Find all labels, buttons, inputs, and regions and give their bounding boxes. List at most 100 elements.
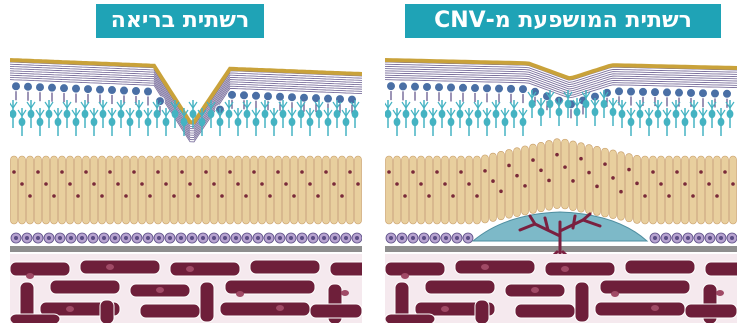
bipolar-cell [394,118,401,126]
bipolar-cell [610,108,617,116]
ganglion-cell [687,88,696,97]
rpe-nucleus [289,236,293,240]
photoreceptor-nucleus [595,185,599,189]
photoreceptor-nucleus [387,170,391,174]
vessel-lumen [236,291,244,297]
photoreceptor-nucleus [667,194,671,198]
ganglion-cell [519,85,528,94]
photoreceptor-cell [83,156,90,224]
vessel-lumen [481,264,489,270]
photoreceptor-cell [171,156,178,224]
rpe-nucleus [14,236,18,240]
rpe-nucleus [212,236,216,240]
bipolar-cell [511,110,518,118]
bipolar-cell [226,110,233,118]
photoreceptor-nucleus [340,194,344,198]
bipolar-cell [46,110,53,118]
photoreceptor-nucleus [683,182,687,186]
rpe-layer [11,233,362,243]
photoreceptor-cell [666,156,673,224]
photoreceptor-nucleus [124,194,128,198]
photoreceptor-nucleus [435,170,439,174]
bipolar-cell [298,110,305,118]
bipolar-cell [718,118,725,126]
bipolar-cell [583,100,590,108]
bipolar-cell [601,100,608,108]
cnv-retina-illustration [385,46,737,323]
bipolar-cell [289,118,296,126]
photoreceptor-nucleus [579,157,583,161]
healthy-retina-panel: רשתית בריאה [10,0,362,323]
photoreceptor-cell [594,146,601,215]
photoreceptor-cell [195,156,202,224]
ganglion-cell [495,84,504,93]
bipolar-cell [556,108,563,116]
photoreceptor-cell [410,156,417,224]
choroid-layer [385,254,737,323]
cnv-retina-title: רשתית המושפעת מ-CNV [405,4,721,38]
photoreceptor-nucleus [571,179,575,183]
choroid-vessel [625,260,695,274]
rpe-nucleus [455,236,459,240]
photoreceptor-nucleus [276,170,280,174]
rpe-nucleus [168,236,172,240]
rpe-nucleus [675,236,679,240]
photoreceptor-cell [267,156,274,224]
vessel-lumen [156,287,164,293]
bipolar-cell [538,108,545,116]
photoreceptor-nucleus [507,164,511,168]
photoreceptor-nucleus [52,194,56,198]
photoreceptor-cell [115,156,122,224]
photoreceptor-nucleus [675,170,679,174]
vessel-lumen [531,287,539,293]
cnv-vessel [573,216,575,228]
photoreceptor-cell [466,156,473,224]
photoreceptor-cell [570,141,577,211]
choroid-vessel [310,304,362,318]
photoreceptor-cell [19,156,26,224]
bipolar-cell [709,110,716,118]
bipolar-cell [385,110,391,118]
photoreceptor-cell [203,156,210,224]
photoreceptor-cell [299,156,306,224]
bipolar-cell [637,110,644,118]
vessel-lumen [611,291,619,297]
photoreceptor-cell [610,150,617,219]
bipolar-cell [628,118,635,126]
vessel-lumen [716,290,724,296]
choroid-vessel [705,262,737,276]
choroid-vessel [595,302,685,316]
photoreceptor-cell [402,156,409,224]
ganglion-cell [387,82,396,91]
rpe-nucleus [157,236,161,240]
photoreceptor-nucleus [587,171,591,175]
photoreceptor-nucleus [188,182,192,186]
ganglion-cell [723,89,732,98]
photoreceptor-nucleus [148,194,152,198]
photoreceptor-cell [35,156,42,224]
photoreceptor-nucleus [356,182,360,186]
bipolar-cell [655,110,662,118]
rpe-nucleus [708,236,712,240]
photoreceptor-cell [131,156,138,224]
ganglion-cell [120,86,129,95]
ganglion-cell [60,84,69,93]
photoreceptor-nucleus [84,170,88,174]
choroid-vessel [685,304,737,318]
ganglion-cell [639,87,648,96]
choroid-vessel [515,304,575,318]
photoreceptor-cell [554,139,561,209]
choroid-vessel [170,262,240,276]
vessel-lumen [651,305,659,311]
photoreceptor-nucleus [547,179,551,183]
photoreceptor-cell [43,156,50,224]
photoreceptor-nucleus [92,182,96,186]
photoreceptor-nucleus [403,194,407,198]
photoreceptor-cell [602,148,609,217]
vessel-lumen [341,290,349,296]
photoreceptor-cell [227,156,234,224]
bipolar-cell [181,118,188,126]
rpe-nucleus [201,236,205,240]
rpe-nucleus [653,236,657,240]
choroid-vessel [545,262,615,276]
